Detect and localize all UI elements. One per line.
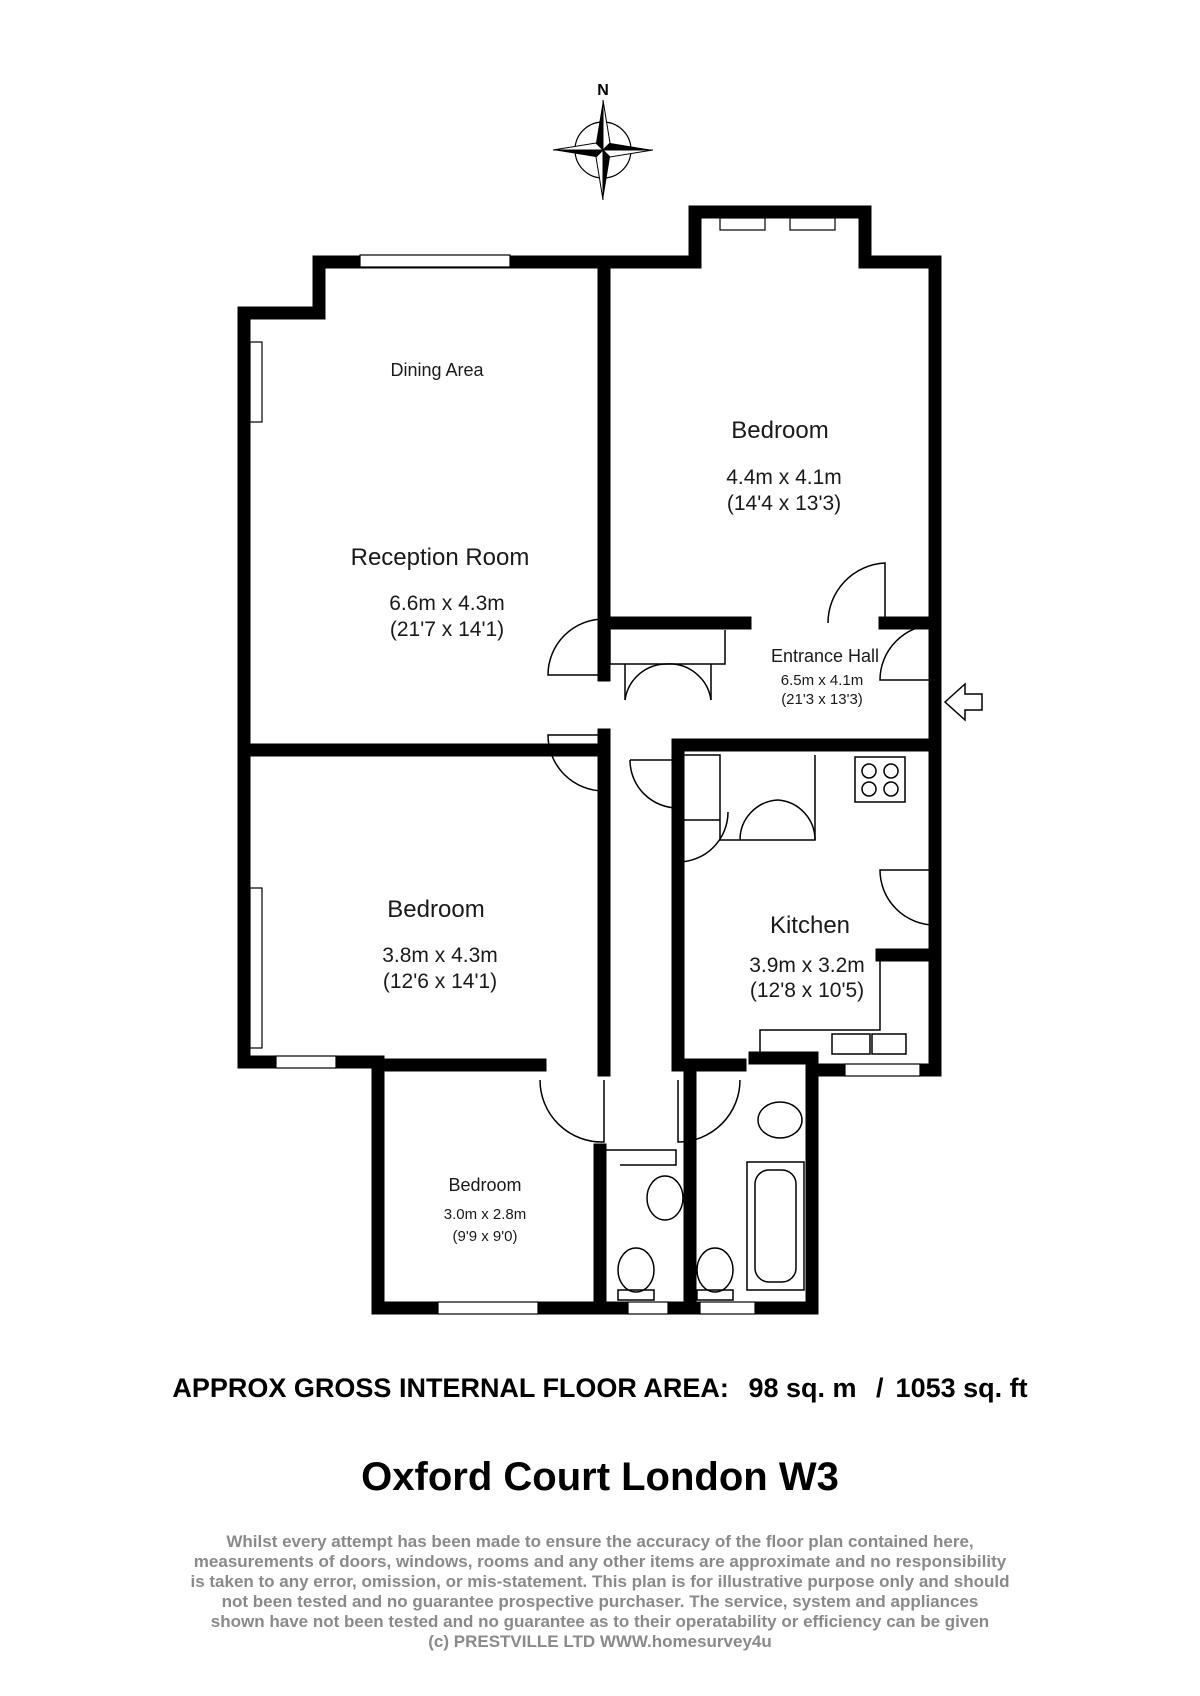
disclaimer-line: not been tested and no guarantee prospec… (221, 1592, 979, 1611)
floor-area-imperial: 1053 sq. ft (895, 1373, 1028, 1403)
disclaimer-line: measurements of doors, windows, rooms an… (193, 1552, 1007, 1571)
floor-area-label: APPROX GROSS INTERNAL FLOOR AREA: (172, 1373, 729, 1403)
disclaimer: Whilst every attempt has been made to en… (0, 1532, 1200, 1652)
kitchen-label: Kitchen (770, 912, 850, 939)
bedroom3-imperial: (9'9 x 9'0) (453, 1228, 518, 1245)
floor-area-separator: / (876, 1373, 884, 1403)
walls (237, 205, 942, 1315)
compass-icon: N (552, 82, 654, 201)
disclaimer-line: shown have not been tested and no guaran… (210, 1612, 990, 1631)
bedroom3-label: Bedroom (448, 1175, 521, 1195)
bedroom2-label: Bedroom (387, 896, 484, 923)
reception-room-imperial: (21'7 x 14'1) (390, 618, 504, 641)
bedroom1-metric: 4.4m x 4.1m (726, 466, 842, 489)
floor-area: APPROX GROSS INTERNAL FLOOR AREA: 98 sq.… (0, 1373, 1200, 1404)
bedroom2-metric: 3.8m x 4.3m (382, 944, 498, 967)
disclaimer-line: is taken to any error, omission, or mis-… (190, 1572, 1010, 1591)
entrance-hall-imperial: (21'3 x 13'3) (781, 691, 863, 708)
bedroom2-imperial: (12'6 x 14'1) (383, 970, 497, 993)
kitchen-metric: 3.9m x 3.2m (749, 954, 865, 977)
property-address: Oxford Court London W3 (361, 1455, 839, 1499)
bedroom1-label: Bedroom (731, 417, 828, 444)
entrance-arrow-icon (943, 682, 983, 722)
entrance-hall-metric: 6.5m x 4.1m (781, 672, 864, 689)
bedroom3-metric: 3.0m x 2.8m (444, 1206, 527, 1223)
doors (539, 562, 936, 1143)
disclaimer-line: (c) PRESTVILLE LTD WWW.homesurvey4u (428, 1632, 772, 1651)
disclaimer-line: Whilst every attempt has been made to en… (226, 1532, 974, 1551)
reception-room-metric: 6.6m x 4.3m (389, 592, 505, 615)
entrance-hall-label: Entrance Hall (771, 646, 879, 666)
bedroom1-imperial: (14'4 x 13'3) (727, 492, 841, 515)
kitchen-imperial: (12'8 x 10'5) (750, 979, 864, 1002)
compass-north-label: N (597, 82, 609, 99)
dining-area-label: Dining Area (390, 360, 484, 380)
fixtures (604, 630, 928, 1301)
floor-area-metric: 98 sq. m (748, 1373, 857, 1403)
reception-room-label: Reception Room (351, 544, 530, 571)
windows (249, 217, 921, 1315)
